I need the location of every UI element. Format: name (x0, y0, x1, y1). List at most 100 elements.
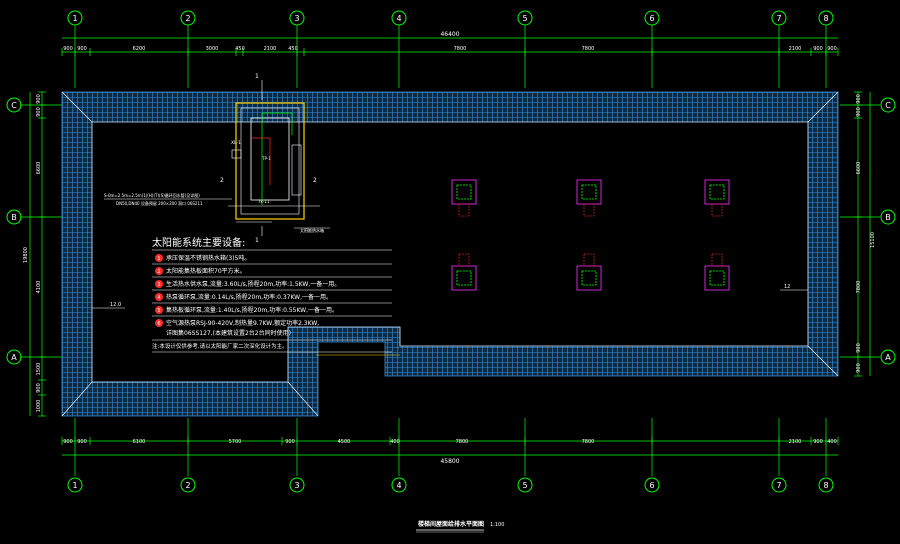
axis-label-bottom-3: 3 (294, 481, 299, 490)
footing-unit (576, 253, 602, 291)
equipment-item-5-text: 集热板循环泵,流量:1.40L/s,扬程20m,功率:0.55KW,一备一用。 (166, 306, 338, 314)
top-dim-5: 450 (235, 46, 245, 52)
equipment-list: 太阳能系统主要设备: 1 承压保温不锈钢热水箱(3)5吨。 2 太阳能集热板面积… (152, 236, 400, 356)
top-axis-bubbles: 1 2 3 4 5 6 7 8 (67, 10, 834, 26)
left-dim-4: 4100 (36, 281, 42, 294)
axis-bubble-right-a: A (880, 349, 896, 365)
axis-bubble-bottom-7: 7 (771, 477, 787, 493)
bottom-dimensions: 900 900 6100 5700 900 4500 400 7800 7800… (61, 437, 839, 465)
axis-bubble-bottom-5: 5 (517, 477, 533, 493)
top-dim-7: 450 (288, 46, 298, 52)
axis-label-bottom-7: 7 (776, 481, 781, 490)
equipment-item-6-text: 空气源热泵RSJ-90-420V,制热量9.7KW,额定功率2.3KW, (166, 319, 319, 327)
bottom-axis-bubbles: 1 2 3 4 5 6 7 8 (67, 477, 834, 493)
marker-2-left: 2 (220, 177, 224, 184)
axis-bubble-bottom-1: 1 (67, 477, 83, 493)
footing-unit (576, 179, 602, 217)
top-dim-12: 900 (827, 46, 837, 52)
drawing-scale: 1:100 (490, 522, 504, 528)
axis-label-right-a: A (885, 353, 891, 362)
equipment-item-5-no: 5 (157, 308, 160, 314)
equipment-item-6: 6 空气源热泵RSJ-90-420V,制热量9.7KW,额定功率2.3KW, (155, 319, 319, 327)
top-total-dim: 46400 (440, 31, 459, 38)
equipment-item-2: 2 太阳能集热板面积70平方米。 (155, 267, 246, 275)
axis-label-bottom-2: 2 (185, 481, 190, 490)
pipe-note-2: DN50,DN40 设备预留 200×200 洞口 06S211 (116, 200, 203, 206)
axis-bubble-left-c: C (6, 97, 22, 113)
marker-1-bottom: 1 (255, 237, 259, 244)
bottom-dim-6: 4500 (338, 439, 351, 445)
left-dim-7: 1000 (36, 400, 42, 413)
tank-room: XL-1 TP-1 7k-11 1 1 2 2 太阳能热水箱 (220, 73, 330, 244)
axis-label-right-b: B (885, 213, 891, 222)
axis-bubble-right-b: B (880, 209, 896, 225)
axis-label-bottom-4: 4 (396, 481, 401, 490)
axis-bubble-left-a: A (6, 349, 22, 365)
axis-label-bottom-5: 5 (522, 481, 527, 490)
axis-bubble-left-b: B (6, 209, 22, 225)
bottom-dim-10: 2100 (789, 439, 802, 445)
left-total-dim: 19800 (23, 247, 29, 263)
axis-bubble-top-4: 4 (391, 10, 407, 26)
top-dim-8: 7800 (454, 46, 467, 52)
bottom-dim-3: 6100 (133, 439, 146, 445)
axis-label-top-3: 3 (294, 14, 299, 23)
right-axis-bubbles: C B A (880, 97, 896, 365)
top-dim-10: 2100 (789, 46, 802, 52)
equipment-item-3: 3 生活热水供水泵,流量:3.60L/s,扬程20m,功率:1.5KW,一备一用… (155, 280, 340, 288)
left-dim-1: 900 (36, 94, 42, 104)
footings (451, 179, 730, 291)
left-dim-3: 6600 (36, 162, 42, 175)
axis-label-left-c: C (11, 101, 17, 110)
axis-bubble-top-8: 8 (818, 10, 834, 26)
top-dim-11: 900 (813, 46, 823, 52)
axis-label-bottom-8: 8 (823, 481, 828, 490)
axis-label-top-4: 4 (396, 14, 401, 23)
axis-label-top-2: 2 (185, 14, 190, 23)
equipment-item-2-no: 2 (157, 269, 160, 275)
bottom-dim-7: 400 (390, 439, 400, 445)
axis-bubble-top-5: 5 (517, 10, 533, 26)
equipment-note: 注:本设计仅供参考,请以太阳能厂家二次深化设计为主。 (152, 342, 288, 350)
left-dim-6: 900 (36, 383, 42, 393)
axis-bubble-bottom-8: 8 (818, 477, 834, 493)
elevation-left: 12.0 (110, 302, 121, 308)
bottom-dim-1: 900 (63, 439, 73, 445)
equipment-title: 太阳能系统主要设备: (152, 236, 245, 249)
axis-label-top-6: 6 (649, 14, 654, 23)
right-dim-3: 6600 (856, 162, 862, 175)
left-dim-2: 900 (36, 107, 42, 117)
axis-bubble-bottom-4: 4 (391, 477, 407, 493)
axis-bubble-right-c: C (880, 97, 896, 113)
drawing-title-block: 楼梯间屋面给排水平面图 1:100 (416, 520, 504, 533)
equipment-item-1-text: 承压保温不锈钢热水箱(3)5吨。 (166, 254, 250, 262)
equipment-item-1: 1 承压保温不锈钢热水箱(3)5吨。 (155, 254, 250, 262)
axis-label-left-b: B (11, 213, 17, 222)
left-dim-5: 1500 (36, 363, 42, 376)
top-dim-2: 900 (77, 46, 87, 52)
axis-bubble-bottom-6: 6 (644, 477, 660, 493)
bottom-dim-9: 7800 (582, 439, 595, 445)
roof-parapet (61, 91, 839, 417)
axis-label-bottom-1: 1 (72, 481, 77, 490)
equipment-item-5: 5 集热板循环泵,流量:1.40L/s,扬程20m,功率:0.55KW,一备一用… (155, 306, 338, 314)
marker-1-top: 1 (255, 73, 259, 80)
equipment-item-2-text: 太阳能集热板面积70平方米。 (166, 267, 246, 275)
axis-bubble-bottom-2: 2 (180, 477, 196, 493)
bottom-dim-5: 900 (285, 439, 295, 445)
elevation-labels: 12.0 12 (92, 284, 808, 309)
bottom-dim-4: 5700 (229, 439, 242, 445)
bottom-dim-12: 400 (827, 439, 837, 445)
right-dim-1: 900 (856, 94, 862, 104)
axis-label-left-a: A (11, 353, 17, 362)
footing-unit (704, 253, 730, 291)
axis-bubble-top-7: 7 (771, 10, 787, 26)
equipment-item-4-text: 热泵循环泵,流量:0.14L/s,扬程20m,功率:0.37KW,一备一用。 (166, 293, 332, 301)
elevation-right: 12 (784, 284, 790, 290)
top-dim-6: 2100 (264, 46, 277, 52)
axis-label-top-5: 5 (522, 14, 527, 23)
equipment-item-3-text: 生活热水供水泵,流量:3.60L/s,扬程20m,功率:1.5KW,一备一用。 (166, 280, 340, 288)
axis-lines (20, 25, 880, 476)
bottom-total-dim: 45800 (440, 458, 459, 465)
axis-label-bottom-6: 6 (649, 481, 654, 490)
